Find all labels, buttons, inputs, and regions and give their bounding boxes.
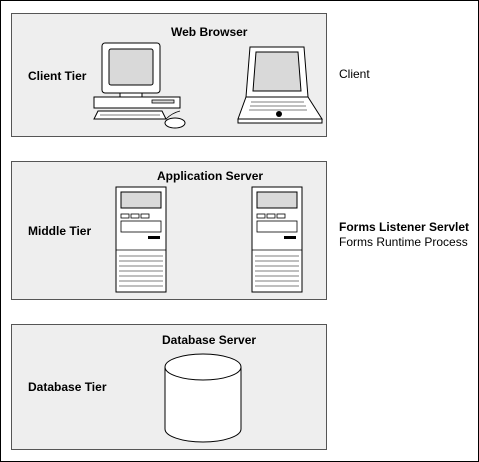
middle-tier-label: Middle Tier: [28, 224, 92, 238]
middle-tier-panel: Application Server Middle Tier: [11, 161, 327, 300]
database-tier-title: Database Server: [162, 333, 257, 347]
database-cylinder-icon: [164, 353, 242, 443]
server-tower-icon: [115, 186, 167, 293]
client-side-label: Client: [339, 67, 370, 81]
server-tower-icon: [251, 186, 303, 293]
database-tier-panel: Database Server Database Tier: [11, 324, 327, 450]
laptop-icon: [237, 46, 323, 124]
middle-tier-title: Application Server: [157, 169, 264, 183]
middle-side-label-bold: Forms Listener Servlet: [339, 220, 470, 234]
database-tier-label: Database Tier: [28, 380, 107, 394]
desktop-computer-icon: [93, 42, 186, 129]
client-tier-panel: Web Browser Client Tier: [11, 13, 327, 137]
client-tier-title: Web Browser: [171, 25, 248, 39]
middle-side-label: Forms Runtime Process: [339, 235, 468, 249]
client-tier-label: Client Tier: [28, 69, 87, 83]
